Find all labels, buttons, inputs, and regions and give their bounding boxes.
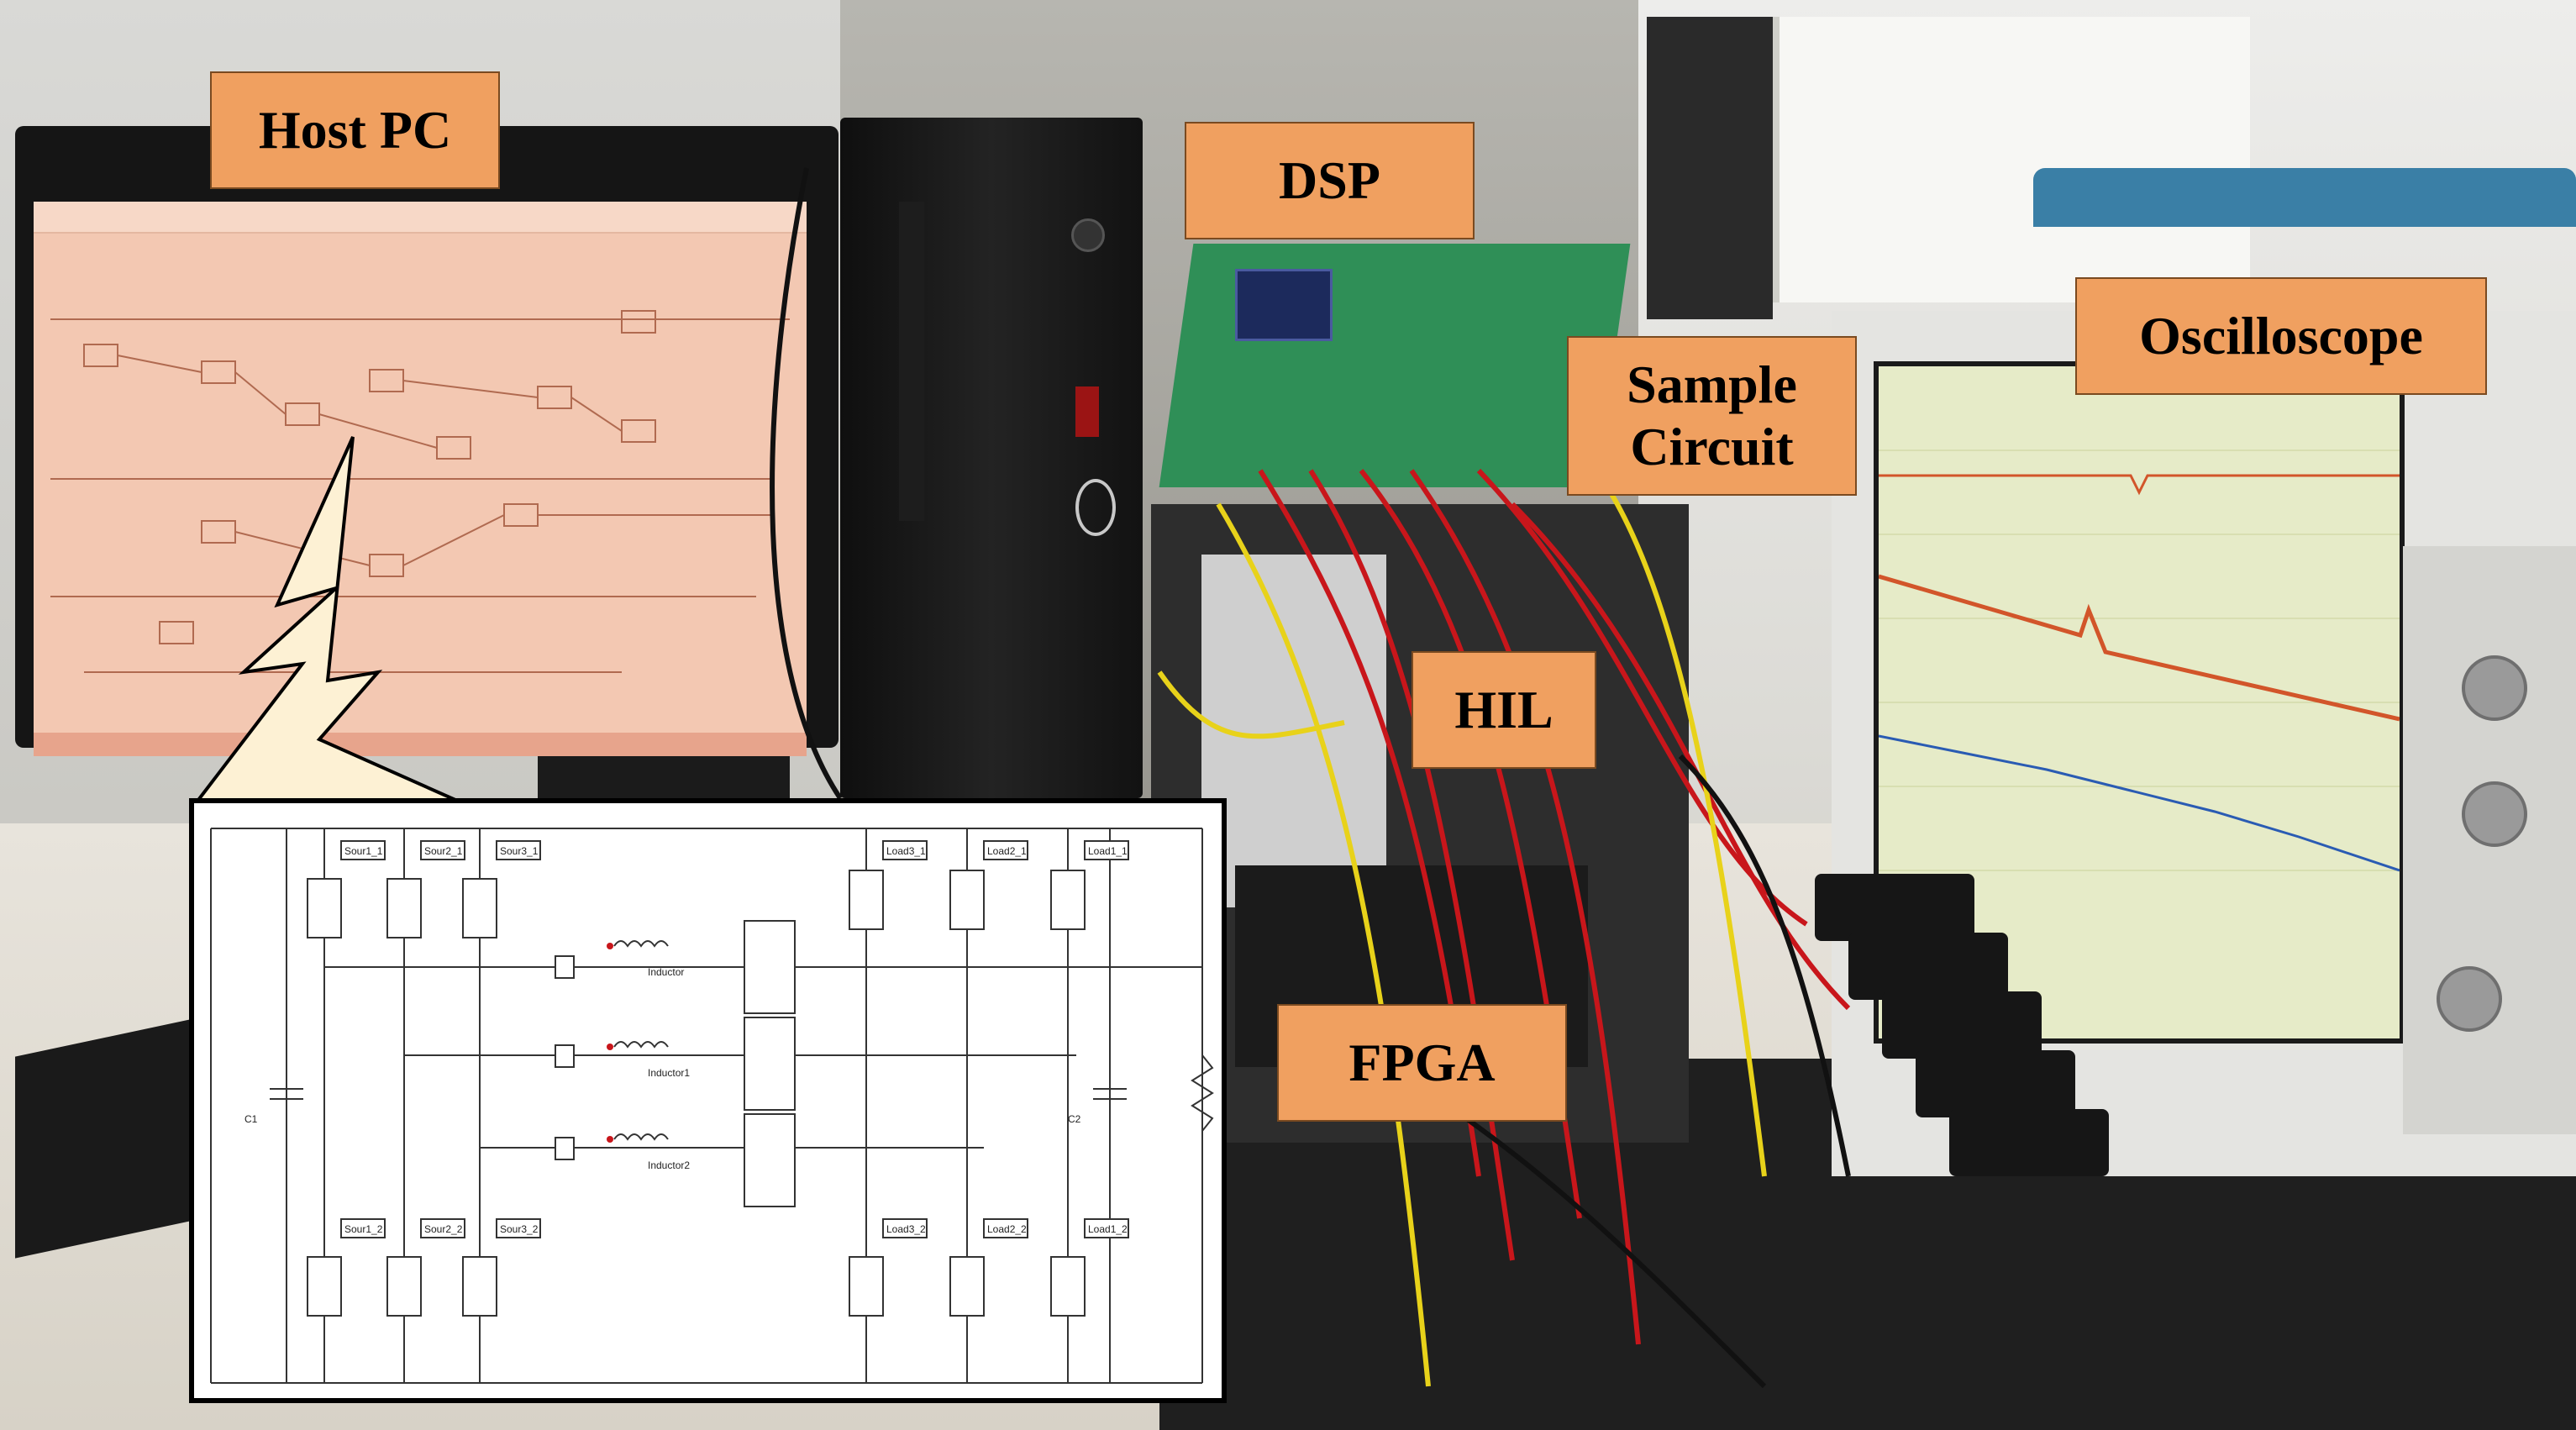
label-inductor2: Inductor2 — [648, 1159, 690, 1171]
label-host-pc: Host PC — [210, 71, 500, 189]
scope-probe — [1949, 1109, 2109, 1176]
tower-drive-slot — [899, 202, 924, 521]
label-sample-circuit-line2: Circuit — [1630, 417, 1794, 476]
label-load1-2: Load1_2 — [1088, 1223, 1128, 1235]
label-oscilloscope: Oscilloscope — [2075, 277, 2487, 395]
label-sour2-1: Sour2_1 — [424, 845, 463, 857]
power-button-icon — [1071, 218, 1105, 252]
simulink-model — [50, 310, 790, 673]
label-inductor: Inductor — [648, 966, 684, 978]
scope-knob — [2462, 781, 2527, 847]
label-sample-circuit: Sample Circuit — [1567, 336, 1857, 496]
scope-knob — [2437, 966, 2502, 1032]
label-load2-2: Load2_2 — [987, 1223, 1027, 1235]
label-sample-circuit-line1: Sample — [1627, 355, 1797, 415]
scope-probe — [1916, 1050, 2075, 1117]
scope-probe — [1815, 874, 1974, 941]
label-dsp: DSP — [1185, 122, 1475, 239]
scope-probe — [1848, 933, 2008, 1000]
simulink-toolbar — [34, 202, 807, 234]
label-load1-1: Load1_1 — [1088, 845, 1128, 857]
power-circuit-diagram: Sour1_1 Sour2_1 Sour3_1 Sour1_2 Sour2_2 … — [210, 828, 1214, 1384]
dsp-chip — [1235, 269, 1333, 341]
label-hil: HIL — [1412, 651, 1596, 769]
window-frame — [1647, 17, 1773, 319]
label-sour1-1: Sour1_1 — [344, 845, 383, 857]
label-load2-1: Load2_1 — [987, 845, 1027, 857]
label-sour3-2: Sour3_2 — [500, 1223, 539, 1235]
key-ring — [1075, 479, 1116, 536]
monitor-screen — [34, 202, 807, 756]
window — [1773, 17, 2250, 302]
scope-trace-top — [1879, 474, 2400, 496]
scope-trace-mid — [1879, 574, 2400, 722]
label-sour2-2: Sour2_2 — [424, 1223, 463, 1235]
label-load3-2: Load3_2 — [886, 1223, 926, 1235]
label-c2: C2 — [1068, 1113, 1081, 1125]
label-load3-1: Load3_1 — [886, 845, 926, 857]
label-sour1-2: Sour1_2 — [344, 1223, 383, 1235]
scope-probe — [1882, 991, 2042, 1059]
usb-key — [1075, 386, 1099, 437]
circuit-inset: Sour1_1 Sour2_1 Sour3_1 Sour1_2 Sour2_2 … — [189, 798, 1227, 1403]
scope-traces — [1879, 450, 2400, 872]
scope-knob — [2462, 655, 2527, 721]
scope-handle — [2033, 168, 2576, 227]
label-sour3-1: Sour3_1 — [500, 845, 539, 857]
label-inductor1: Inductor1 — [648, 1067, 690, 1079]
scope-trace-blue — [1879, 734, 2400, 872]
label-c1: C1 — [244, 1113, 258, 1125]
label-fpga: FPGA — [1277, 1004, 1567, 1122]
taskbar — [34, 733, 807, 756]
